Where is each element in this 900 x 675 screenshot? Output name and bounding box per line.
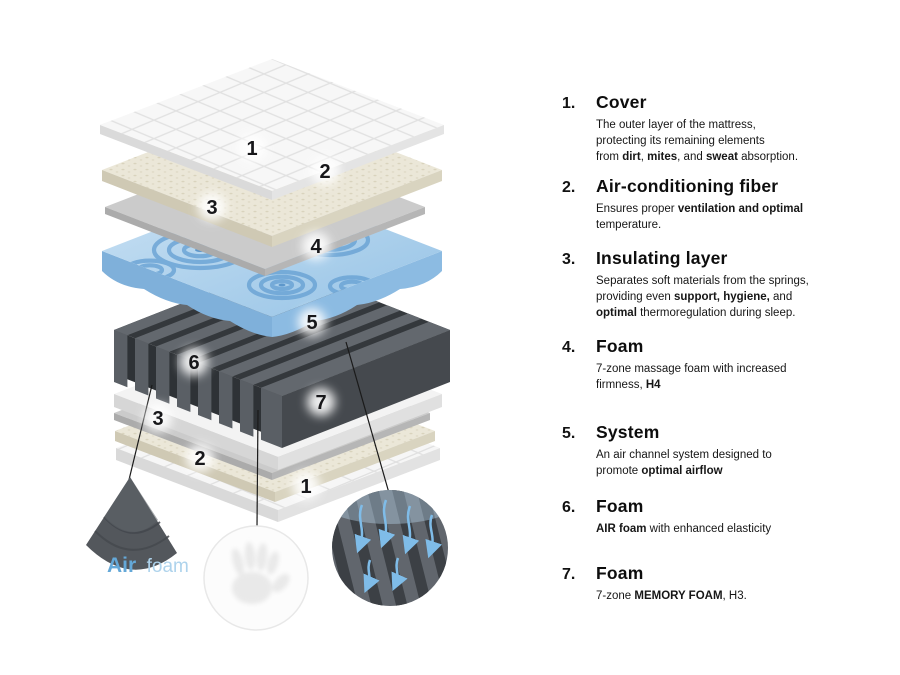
legend-item-2: 2. Air-conditioning fiber Ensures proper… bbox=[562, 176, 882, 234]
legend-description: AIR foam with enhanced elasticity bbox=[596, 523, 772, 535]
layer-number-badge: 2 bbox=[194, 448, 205, 470]
legend-description: The outer layer of the mattress,protecti… bbox=[596, 119, 799, 163]
legend-number: 3. bbox=[562, 251, 576, 268]
layer-number-badge: 2 bbox=[319, 161, 330, 183]
legend-item-3: 3. Insulating layer Separates soft mater… bbox=[562, 248, 882, 322]
legend-title: Air-conditioning fiber bbox=[596, 176, 779, 196]
mattress-exploded-diagram: Air foam bbox=[86, 59, 450, 631]
legend-item-1: 1. Cover The outer layer of the mattress… bbox=[562, 92, 882, 166]
legend-title: System bbox=[596, 422, 660, 442]
legend-title: Foam bbox=[596, 496, 644, 516]
air-foam-sample-icon bbox=[86, 477, 177, 570]
layer-number-badge: 4 bbox=[310, 236, 322, 258]
layer-number-badge: 1 bbox=[246, 138, 257, 160]
legend-item-7: 7. Foam 7-zone MEMORY FOAM, H3. bbox=[562, 563, 882, 605]
callout-line-air-foam bbox=[126, 384, 153, 489]
legend-list: 1. Cover The outer layer of the mattress… bbox=[562, 0, 892, 675]
layer-1-cover-top bbox=[100, 59, 444, 200]
callout-line-air-channels bbox=[345, 341, 390, 494]
air-foam-caption: Air foam bbox=[107, 554, 189, 577]
callout-lines bbox=[126, 341, 390, 528]
legend-item-5: 5. System An air channel system designed… bbox=[562, 422, 882, 480]
layer-number-badge: 3 bbox=[152, 408, 163, 430]
callout-line-memory-foam bbox=[256, 409, 259, 528]
layer-number-badge: 5 bbox=[306, 312, 317, 334]
legend-title: Foam bbox=[596, 336, 644, 356]
layer-number-badge: 1 bbox=[300, 476, 311, 498]
legend-number: 1. bbox=[562, 95, 576, 112]
legend-title: Foam bbox=[596, 563, 644, 583]
legend-number: 5. bbox=[562, 425, 576, 442]
legend-item-6: 6. Foam AIR foam with enhanced elasticit… bbox=[562, 496, 882, 538]
memory-foam-sample-icon bbox=[203, 525, 309, 631]
layer-number-badge: 6 bbox=[188, 352, 199, 374]
legend-description: 7-zone MEMORY FOAM, H3. bbox=[596, 590, 747, 602]
legend-number: 2. bbox=[562, 179, 576, 196]
layer-number-badges: 1 2 3 4 5 6 7 3 2 1 bbox=[144, 134, 339, 500]
layer-number-badge: 3 bbox=[206, 197, 217, 219]
air-channel-sample-icon bbox=[332, 490, 448, 606]
layer-number-badge: 7 bbox=[315, 392, 326, 414]
legend-number: 6. bbox=[562, 499, 576, 516]
legend-description: Separates soft materials from the spring… bbox=[596, 275, 809, 319]
legend-number: 4. bbox=[562, 339, 576, 356]
legend-number: 7. bbox=[562, 566, 576, 583]
legend-title: Insulating layer bbox=[596, 248, 728, 268]
legend-item-4: 4. Foam 7-zone massage foam with increas… bbox=[562, 336, 882, 394]
legend-title: Cover bbox=[596, 92, 647, 112]
